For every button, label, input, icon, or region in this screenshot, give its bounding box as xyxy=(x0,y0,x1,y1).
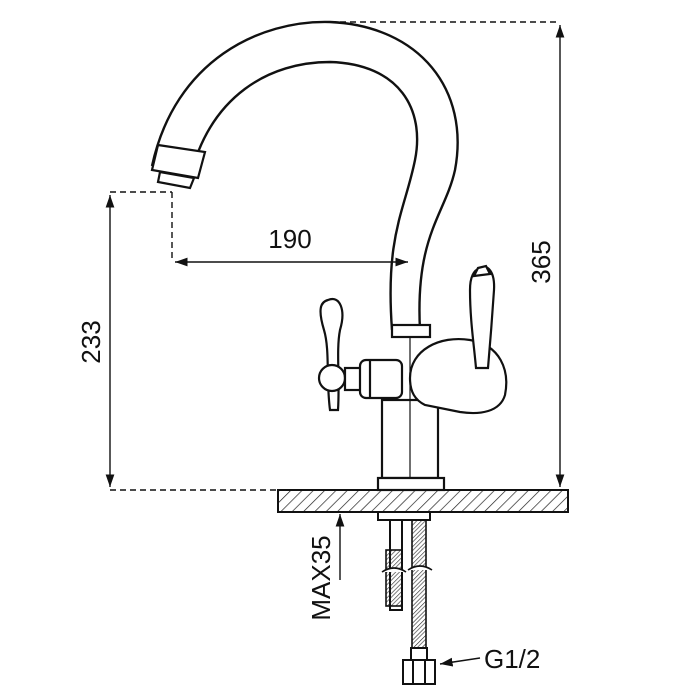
spout-nozzle xyxy=(150,143,207,190)
faucet-body xyxy=(376,323,446,492)
dimension-connection-thread: G1/2 xyxy=(484,644,540,674)
dimension-total-height: 365 xyxy=(526,240,556,283)
left-handle xyxy=(317,297,404,412)
hose-connector-nut xyxy=(402,647,436,685)
supply-hose xyxy=(381,519,433,661)
right-handle xyxy=(408,264,508,415)
dimension-spout-reach: 190 xyxy=(268,224,311,254)
dimension-spout-height: 233 xyxy=(76,320,106,363)
dimension-lines xyxy=(105,21,568,667)
dimension-max-countertop: MAX35 xyxy=(306,535,336,620)
countertop xyxy=(277,489,569,513)
spout xyxy=(150,20,459,331)
